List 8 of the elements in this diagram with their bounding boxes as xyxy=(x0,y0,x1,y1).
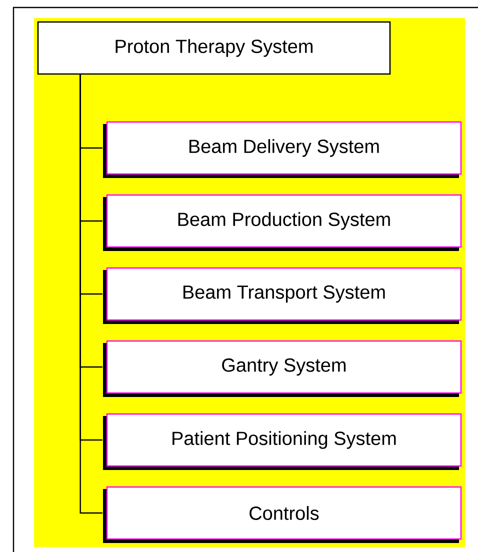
subsystem-box: Gantry System xyxy=(103,340,462,397)
subsystem-box: Beam Transport System xyxy=(103,267,462,324)
subsystem-box: Beam Production System xyxy=(103,194,462,251)
subsystem-box: Patient Positioning System xyxy=(103,413,462,470)
root-box: Proton Therapy System xyxy=(37,21,391,75)
tree-connector xyxy=(80,74,102,514)
subsystem-box: Controls xyxy=(103,486,462,543)
subsystem-box: Beam Delivery System xyxy=(103,121,462,178)
